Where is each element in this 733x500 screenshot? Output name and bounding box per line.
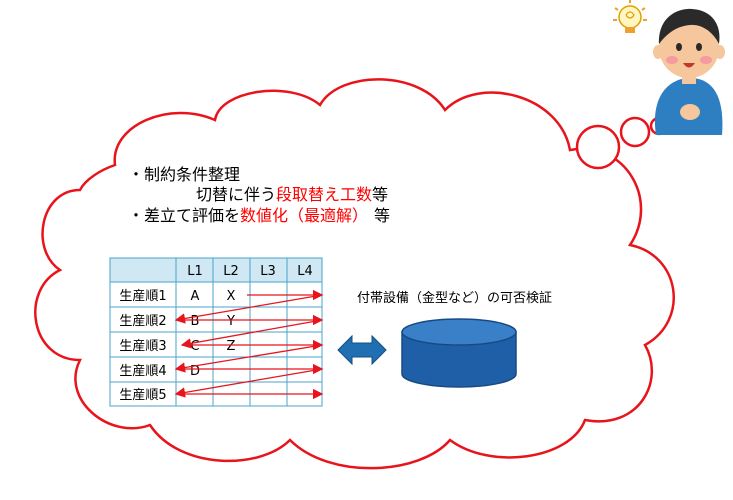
sequence-flow-arrows — [174, 289, 324, 400]
cell-4-l1: D — [190, 364, 200, 379]
cell-3-l2: Z — [227, 339, 236, 354]
cell-1-l1: A — [191, 289, 200, 304]
thought-bubble-large — [575, 124, 621, 170]
bullet-line-1: ・制約条件整理 — [128, 165, 240, 184]
header-l4: L4 — [297, 264, 313, 279]
header-l1: L1 — [187, 264, 203, 279]
double-arrow-icon — [337, 334, 387, 366]
equipment-label: 付帯設備（金型など）の可否検証 — [357, 290, 552, 306]
cell-1-l2: X — [227, 289, 236, 304]
database-cylinder-icon — [401, 318, 517, 388]
bullet-line-3: ・差立て評価を数値化（最適解）等 — [128, 206, 390, 225]
row-label-4: 生産順4 — [119, 363, 166, 379]
header-l2: L2 — [223, 264, 239, 279]
highlight-quantify: 数値化（最適解） — [240, 206, 368, 225]
lightbulb-icon — [613, 0, 647, 33]
cell-3-l1: C — [190, 339, 199, 354]
cell-2-l1: B — [191, 314, 200, 329]
thought-bubble-medium — [619, 116, 651, 148]
row-label-1: 生産順1 — [119, 288, 166, 304]
row-label-2: 生産順2 — [119, 313, 166, 329]
bullet-line-2: 切替に伴う段取替え工数等 — [196, 185, 388, 204]
cell-2-l2: Y — [226, 314, 235, 329]
header-l3: L3 — [260, 264, 276, 279]
row-label-3: 生産順3 — [119, 338, 166, 354]
row-label-5: 生産順5 — [119, 387, 166, 403]
thinking-person-icon — [653, 8, 725, 135]
highlight-setup-effort: 段取替え工数 — [276, 185, 372, 204]
